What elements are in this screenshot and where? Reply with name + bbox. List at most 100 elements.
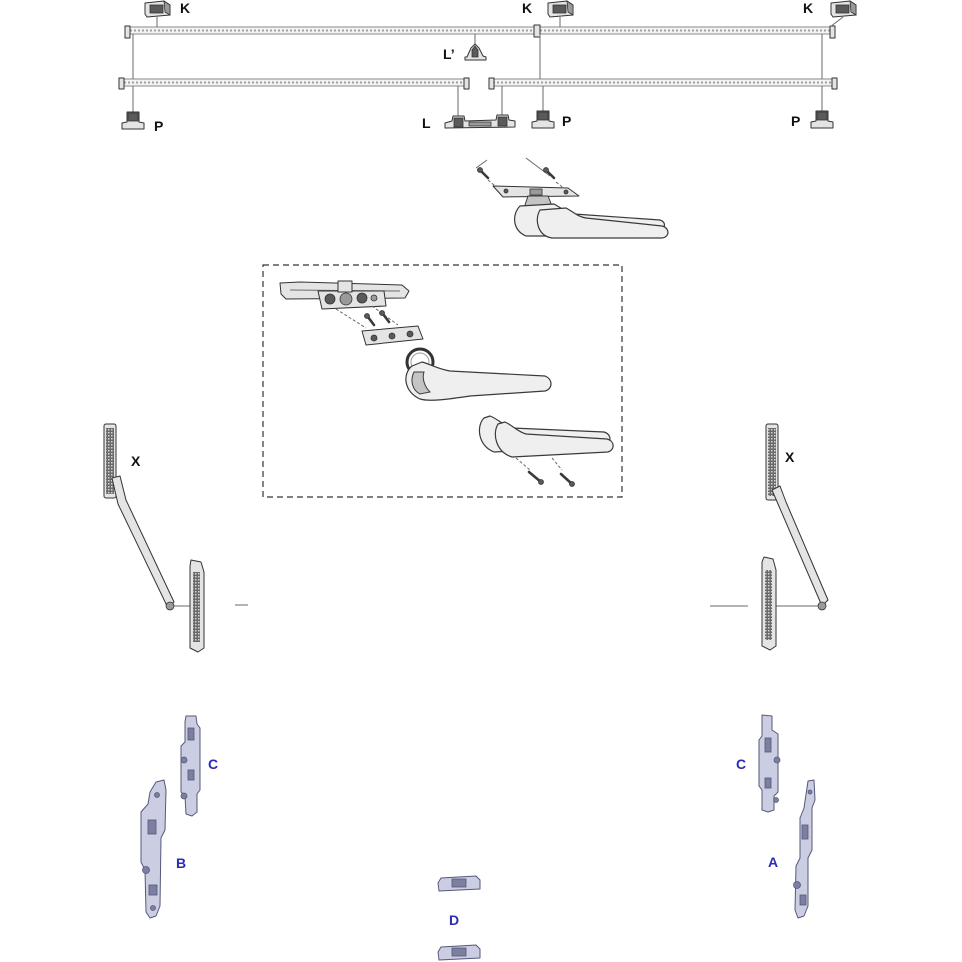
part-k-insert — [835, 4, 850, 14]
part-c-right-knob — [773, 797, 779, 803]
part-c-left-block — [187, 727, 195, 741]
label-k-left: K — [180, 0, 190, 16]
part-c-right — [758, 714, 781, 813]
lower-rail-end-tab-left — [118, 77, 125, 90]
part-c-left-knob — [180, 792, 188, 800]
part-a — [793, 779, 816, 919]
screw-guide-line — [475, 159, 488, 169]
label-c-right: C — [736, 756, 746, 772]
part-p-insert — [537, 111, 549, 121]
plate-hole — [388, 332, 396, 340]
part-p-center — [531, 110, 555, 129]
label-p-right: P — [791, 113, 800, 129]
part-c-right-knob — [773, 756, 781, 764]
arm-left-bottom-plate-hatch — [193, 572, 200, 642]
part-c-left-body — [180, 715, 201, 817]
upper-rail-end-tab-left — [124, 25, 131, 39]
screw-guide-line — [525, 157, 551, 177]
lower-rail — [118, 77, 838, 90]
detail-handle-lower-front — [494, 421, 614, 458]
gear — [370, 294, 378, 302]
screw-head — [538, 479, 544, 485]
part-p-insert — [127, 112, 139, 122]
top-handle-assembly — [475, 157, 669, 239]
part-a-knob — [793, 881, 801, 889]
arm-right-bottom-plate-hatch — [765, 570, 772, 640]
rail-connector-lines — [132, 16, 844, 116]
part-l — [444, 114, 516, 129]
part-b — [140, 779, 167, 919]
plate-hole — [503, 188, 509, 194]
gear — [324, 293, 336, 305]
arm-left-top-plate-hatch — [106, 428, 114, 494]
part-c-right-block — [764, 737, 772, 753]
upper-rail-joint — [533, 24, 541, 38]
label-k-center: K — [522, 0, 532, 16]
part-b-hole — [150, 905, 156, 911]
label-p-left: P — [154, 118, 163, 134]
part-c-right-block — [764, 777, 772, 789]
label-d: D — [449, 912, 459, 928]
label-b: B — [176, 855, 186, 871]
assembly-guide-line — [551, 457, 563, 471]
part-l-prime — [464, 43, 487, 61]
detail-handle-upper — [405, 361, 552, 401]
label-c-left: C — [208, 756, 218, 772]
gear — [356, 292, 368, 304]
screw-head — [379, 310, 385, 316]
screw — [381, 312, 391, 324]
assembly-guide-line — [515, 457, 531, 471]
arm-right-top-plate-hatch — [768, 428, 776, 496]
upper-rail — [124, 24, 836, 39]
part-l-block-left — [453, 117, 464, 128]
plate-spindle — [529, 188, 543, 196]
label-x-right: X — [785, 449, 795, 465]
part-a-hole — [807, 789, 813, 795]
arm-left-link — [111, 475, 175, 609]
label-p-center: P — [562, 113, 571, 129]
assembly-guide-line — [335, 308, 367, 329]
part-l-prime-core — [471, 45, 479, 58]
part-d-upper — [437, 875, 481, 892]
part-d-lower — [437, 944, 481, 961]
part-k-left — [144, 0, 171, 18]
label-a: A — [768, 854, 778, 870]
plate-hole — [406, 330, 414, 338]
lower-rail-end-tab-mid-right — [488, 77, 495, 90]
label-k-right: K — [803, 0, 813, 16]
plate-hole — [563, 189, 569, 195]
screw-head — [364, 313, 370, 319]
detail-dashed-frame — [262, 264, 623, 498]
label-l: L — [422, 115, 431, 131]
gear — [339, 292, 353, 306]
part-k-center — [547, 0, 574, 18]
part-p-right — [810, 110, 834, 129]
screw-guide-line — [487, 179, 501, 191]
label-l-prime: L’ — [443, 46, 455, 62]
handle-front — [536, 207, 669, 239]
gearbox-bar — [279, 280, 410, 310]
lower-rail-end-tab-mid-left — [463, 77, 470, 90]
part-k-right — [830, 0, 857, 18]
screw-head — [569, 481, 575, 487]
part-d-lower-block — [451, 947, 467, 957]
part-k-side — [163, 0, 171, 16]
part-c-left — [180, 715, 201, 817]
plate-hole — [370, 334, 378, 342]
handle-detail-group — [262, 264, 623, 498]
arm-left — [103, 423, 248, 653]
arm-right — [710, 423, 829, 651]
part-b-knob — [142, 866, 150, 874]
part-c-left-block — [187, 769, 195, 781]
screw-head — [543, 167, 549, 173]
lower-rail-end-tab-right — [831, 77, 838, 90]
part-c-left-knob — [180, 756, 188, 764]
screw — [545, 169, 556, 180]
part-a-block — [799, 894, 807, 906]
part-k-insert — [149, 4, 164, 14]
part-l-slot — [468, 121, 492, 127]
connector-line — [829, 16, 844, 28]
detail-handle-upper-shade — [411, 371, 432, 395]
part-k-side — [566, 0, 574, 16]
